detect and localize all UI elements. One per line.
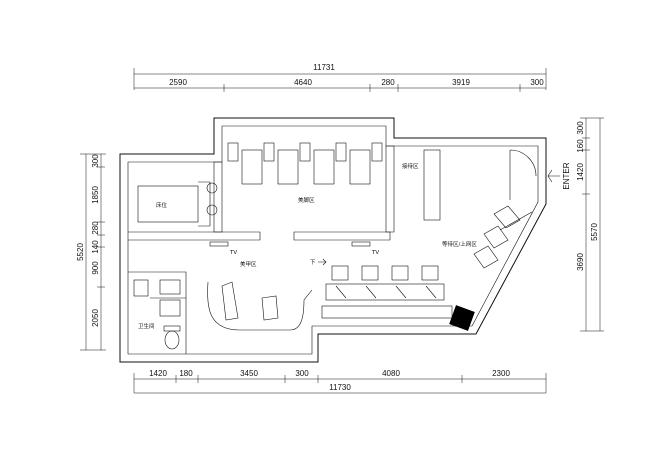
toilet-tank <box>163 325 181 332</box>
left-dimension-4: 140 <box>91 240 100 254</box>
right-total-dimension: 5570 <box>590 223 599 241</box>
left-total-dimension: 5520 <box>76 243 85 261</box>
entrance-door <box>509 149 537 200</box>
right-dimension-3: 1420 <box>576 163 585 181</box>
bathroom-wall <box>128 271 187 354</box>
bottom-dimension-3: 3450 <box>240 369 258 378</box>
bed-pillow <box>206 204 218 216</box>
bed <box>137 185 199 223</box>
pillar <box>449 305 475 331</box>
room-label-nail: 美甲区 <box>240 260 257 268</box>
exterior-wall <box>119 117 547 363</box>
right-dimension-1: 300 <box>576 121 585 135</box>
room-label-waiting: 等待区/上网区 <box>442 240 477 248</box>
down-label: 下 <box>310 259 316 266</box>
top-dimension-5: 300 <box>530 78 544 87</box>
bottom-dimension-4: 300 <box>295 369 309 378</box>
sink <box>159 279 181 295</box>
room-label-reception: 接待区 <box>402 162 419 170</box>
reception-desk <box>423 149 441 221</box>
bottom-total-dimension: 11730 <box>329 383 351 392</box>
exterior-wall-inner <box>127 125 539 355</box>
left-dimension-3: 280 <box>91 221 100 235</box>
top-dimension-2: 4640 <box>294 78 312 87</box>
bed-pillow <box>206 182 218 194</box>
left-dimension-2: 1850 <box>91 186 100 204</box>
top-total-dimension: 11731 <box>313 63 335 72</box>
right-dimension-4: 3690 <box>576 253 585 271</box>
top-dimension-1: 2590 <box>169 78 187 87</box>
bathroom-vanity <box>159 299 181 317</box>
bottom-dimension-1: 1420 <box>149 369 167 378</box>
down-arrow <box>318 258 327 266</box>
shower <box>133 279 149 297</box>
nail-station-dividers <box>335 285 437 299</box>
entrance-arrow <box>547 169 560 183</box>
top-dimension-3: 280 <box>381 78 395 87</box>
bottom-dimension-5: 4080 <box>382 369 400 378</box>
bottom-dimension-2: 180 <box>179 369 193 378</box>
right-dimension-lines <box>580 117 604 332</box>
bed-headboard <box>198 181 211 227</box>
room-label-foot-care: 美脚区 <box>298 196 315 204</box>
foot-care-bottom-wall <box>293 231 391 241</box>
left-dimension-lines <box>80 153 106 351</box>
top-dimension-4: 3919 <box>452 78 470 87</box>
room-label-bathroom: 卫生间 <box>138 322 155 330</box>
tv-label: TV <box>229 250 237 256</box>
toilet <box>164 330 180 350</box>
room-label-bed: 床位 <box>156 201 168 209</box>
bottom-dimension-6: 2300 <box>492 369 510 378</box>
foot-care-chairs <box>227 142 383 185</box>
waiting-sofas <box>473 205 533 269</box>
tv-label: TV <box>371 250 379 256</box>
tv-unit <box>209 241 229 247</box>
nail-stations <box>321 265 453 319</box>
top-dimension-lines <box>133 68 547 92</box>
bed-room-bottom-wall <box>128 231 261 241</box>
right-dimension-2: 160 <box>576 139 585 153</box>
enter-label: ENTER <box>562 162 571 189</box>
nail-area-chair <box>221 281 239 321</box>
nail-area-counter <box>207 281 313 331</box>
left-dimension-5: 900 <box>91 261 100 275</box>
bottom-dimension-lines <box>133 373 547 394</box>
left-dimension-1: 300 <box>91 154 100 168</box>
left-dimension-6: 2050 <box>91 309 100 327</box>
nail-area-chair <box>261 295 279 321</box>
tv-unit <box>351 241 371 247</box>
bed-room-column <box>213 161 223 233</box>
foot-care-right-wall <box>385 145 395 233</box>
